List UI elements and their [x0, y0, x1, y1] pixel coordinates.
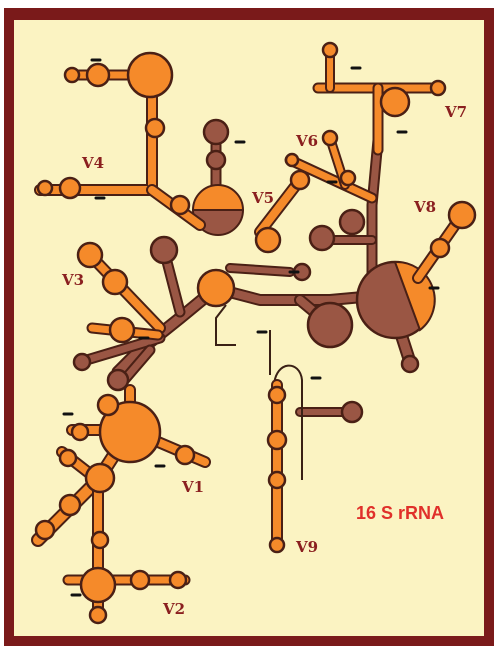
v3-loop [103, 270, 127, 294]
v7-loop [381, 88, 409, 116]
v4-loop [146, 119, 164, 137]
v8-loop [449, 202, 475, 228]
v6-loop [323, 131, 337, 145]
core-loop [402, 356, 418, 372]
core-loop [342, 402, 362, 422]
v1-loop [72, 424, 88, 440]
core-loop [340, 210, 364, 234]
v3-loop [78, 243, 102, 267]
core-loop [207, 151, 225, 169]
v4-loop [65, 68, 79, 82]
v2-loop [90, 607, 106, 623]
label-v2: V2 [162, 600, 185, 618]
v1-loop [36, 521, 54, 539]
v1-loop [98, 395, 118, 415]
label-v4: V4 [81, 154, 104, 172]
v4-loop [171, 196, 189, 214]
v2-loop [92, 532, 108, 548]
v5-loop [291, 171, 309, 189]
label-v5: V5 [251, 189, 274, 207]
core-loop [74, 354, 90, 370]
v1-loop [60, 450, 76, 466]
label-v7: V7 [444, 103, 467, 121]
v1-loop [86, 464, 114, 492]
v4-loop [87, 64, 109, 86]
label-v8: V8 [413, 198, 436, 216]
label-v3: V3 [61, 271, 84, 289]
v4-loop [38, 181, 52, 195]
v7-loop [323, 43, 337, 57]
v8-loop [431, 239, 449, 257]
v4-loop [60, 178, 80, 198]
v5-loop [256, 228, 280, 252]
v2-loop [170, 572, 186, 588]
v9-loop [269, 472, 285, 488]
v1-loop [60, 495, 80, 515]
v3-loop [110, 318, 134, 342]
v2-loop [81, 568, 115, 602]
label-v6: V6 [295, 132, 318, 150]
core-loop [204, 120, 228, 144]
v4-loop [128, 53, 172, 97]
v1-loop [176, 446, 194, 464]
v9-loop [270, 538, 284, 552]
label-v9: V9 [295, 538, 318, 556]
v6-loop [341, 171, 355, 185]
v9-loop [269, 387, 285, 403]
v2-loop [131, 571, 149, 589]
diagram-title: 16 S rRNA [356, 503, 444, 523]
core-loop [310, 226, 334, 250]
v6-loop [286, 154, 298, 166]
core-loop [308, 303, 352, 347]
label-v1: V1 [181, 478, 204, 496]
center-loop [198, 270, 234, 306]
core-loop [151, 237, 177, 263]
v7-loop [431, 81, 445, 95]
v9-loop [268, 431, 286, 449]
